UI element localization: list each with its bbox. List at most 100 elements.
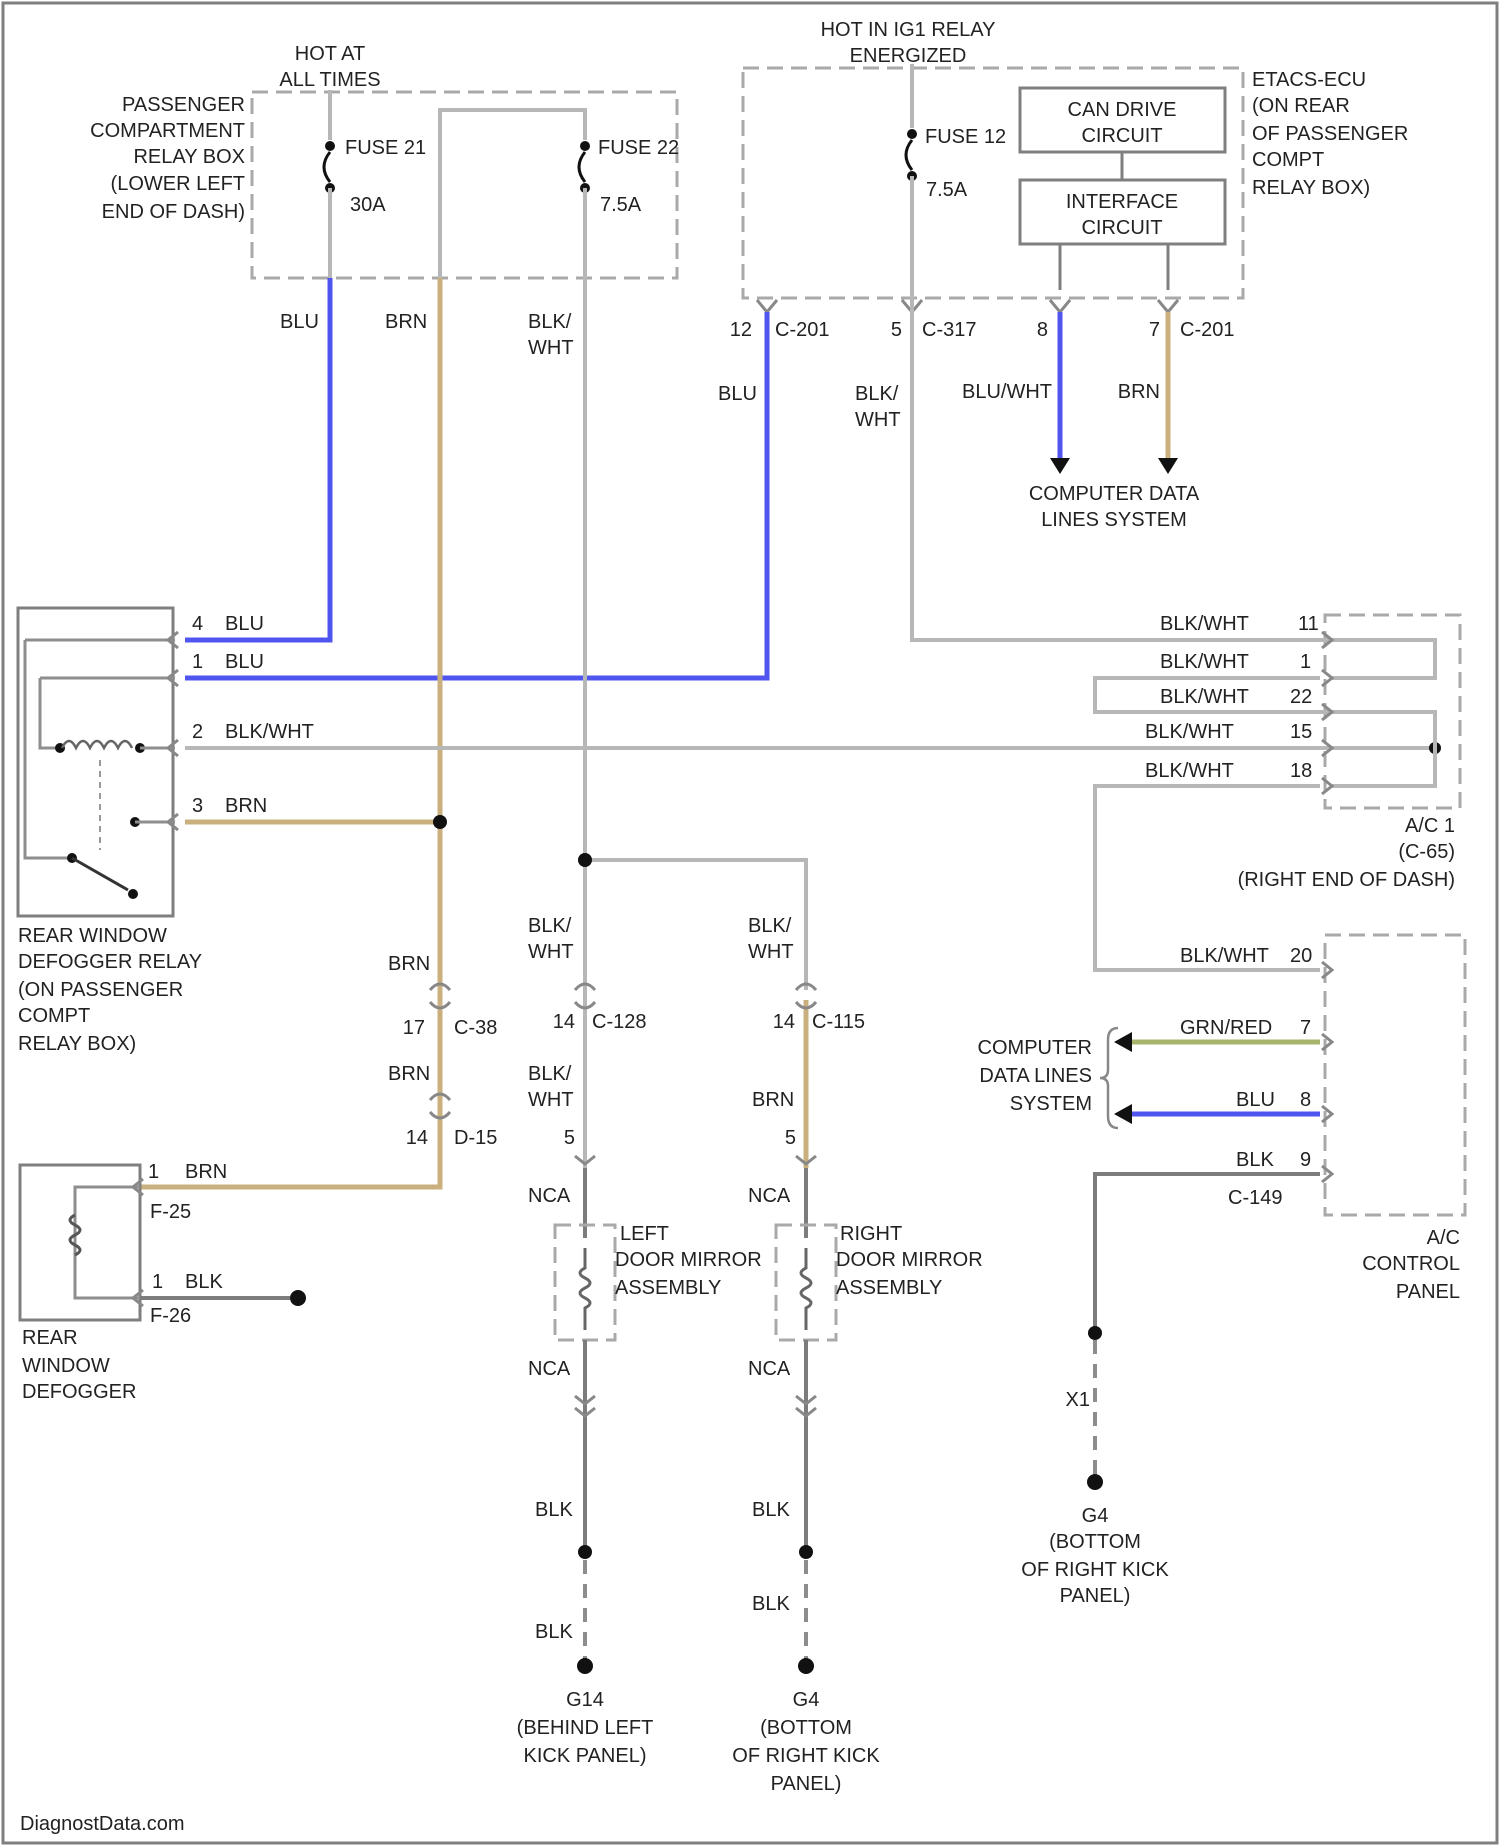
blu-wht-wire-label: BLU/WHT	[962, 381, 1052, 403]
nca-label-2: NCA	[748, 1185, 791, 1207]
brn-wire-label-1: BRN	[385, 311, 427, 333]
svg-text:GRN/RED: GRN/RED	[1180, 1017, 1272, 1039]
svg-text:(C-65): (C-65)	[1398, 841, 1455, 863]
svg-text:1: 1	[1300, 651, 1311, 673]
svg-text:9: 9	[1300, 1149, 1311, 1171]
svg-text:BLK/: BLK/	[528, 311, 572, 333]
svg-text:BLU: BLU	[1236, 1089, 1275, 1111]
brn-wire-label-top: BRN	[1118, 381, 1160, 403]
svg-text:30A: 30A	[350, 194, 386, 216]
splice-left-ground	[578, 1545, 592, 1559]
svg-text:RELAY BOX): RELAY BOX)	[18, 1033, 136, 1055]
nca-label-4: NCA	[748, 1358, 791, 1380]
svg-text:11: 11	[1298, 613, 1319, 635]
svg-text:ENERGIZED: ENERGIZED	[850, 45, 967, 67]
svg-text:OF RIGHT KICK: OF RIGHT KICK	[732, 1745, 880, 1767]
ground-g4-right-label: G4 (BOTTOM OF RIGHT KICK PANEL)	[1021, 1505, 1169, 1607]
ground-g4-center-label: G4 (BOTTOM OF RIGHT KICK PANEL)	[732, 1689, 880, 1795]
svg-text:7.5A: 7.5A	[926, 179, 968, 201]
svg-text:F-26: F-26	[150, 1305, 191, 1327]
svg-text:ETACS-ECU: ETACS-ECU	[1252, 69, 1366, 91]
blk-wht-wire-label-1: BLK/ WHT	[528, 311, 574, 359]
svg-text:BLK/WHT: BLK/WHT	[1145, 760, 1234, 782]
svg-text:PANEL): PANEL)	[771, 1773, 842, 1795]
nca-label-3: NCA	[528, 1358, 571, 1380]
svg-text:END OF DASH): END OF DASH)	[102, 201, 245, 223]
fuse12-label: FUSE 12 7.5A	[925, 126, 1006, 201]
svg-text:CIRCUIT: CIRCUIT	[1081, 217, 1162, 239]
svg-text:8: 8	[1300, 1089, 1311, 1111]
fuse22-label: FUSE 22 7.5A	[598, 137, 679, 216]
svg-text:PASSENGER: PASSENGER	[122, 94, 245, 116]
svg-text:A/C 1: A/C 1	[1405, 815, 1455, 837]
svg-text:BLK/: BLK/	[528, 915, 572, 937]
svg-text:A/C: A/C	[1427, 1227, 1460, 1249]
blk-wire-label-left-1: BLK	[535, 1499, 573, 1521]
blk-wht-wire-c317	[912, 176, 1320, 640]
ground-g4-right-icon	[1087, 1474, 1103, 1490]
svg-text:(RIGHT END OF DASH): (RIGHT END OF DASH)	[1238, 869, 1455, 891]
svg-text:G4: G4	[793, 1689, 820, 1711]
blk-wht-wire-label-3: BLK/ WHT	[528, 1063, 574, 1111]
svg-text:INTERFACE: INTERFACE	[1066, 191, 1178, 213]
svg-text:ASSEMBLY: ASSEMBLY	[836, 1277, 942, 1299]
svg-text:5: 5	[891, 319, 902, 341]
svg-text:17: 17	[403, 1017, 425, 1039]
ac1-pin-15-label: BLK/WHT 15	[1145, 721, 1312, 743]
fuse21-terminal	[325, 141, 335, 151]
svg-text:DOOR MIRROR: DOOR MIRROR	[615, 1249, 762, 1271]
svg-text:WHT: WHT	[748, 941, 794, 963]
brn-wire-label-4: BRN	[752, 1089, 794, 1111]
fuse22-icon	[579, 152, 585, 182]
svg-text:DEFOGGER RELAY: DEFOGGER RELAY	[18, 951, 202, 973]
svg-text:BLK/WHT: BLK/WHT	[1180, 945, 1269, 967]
relay-coil-icon	[62, 741, 132, 748]
x1-label: X1	[1066, 1389, 1090, 1411]
svg-text:BLK: BLK	[185, 1271, 223, 1293]
pin5-right-label: 5	[785, 1127, 796, 1149]
svg-text:7: 7	[1300, 1017, 1311, 1039]
splice-blk-wht	[578, 853, 592, 867]
svg-text:15: 15	[1290, 721, 1312, 743]
svg-text:(ON PASSENGER: (ON PASSENGER	[18, 979, 183, 1001]
ground-g14-label: G14 (BEHIND LEFT KICK PANEL)	[517, 1689, 654, 1767]
hot-ig1-relay-label: HOT IN IG1 RELAY ENERGIZED	[821, 19, 996, 67]
svg-text:COMPARTMENT: COMPARTMENT	[90, 120, 245, 142]
defogger-pin-f25-label: 1 BRN F-25	[148, 1161, 227, 1223]
svg-text:14: 14	[406, 1127, 428, 1149]
connector-c201-7-label: 7 C-201	[1149, 319, 1235, 341]
splice-ac-ground	[1088, 1326, 1102, 1340]
fuse12-icon	[906, 140, 912, 170]
svg-text:20: 20	[1290, 945, 1312, 967]
hot-at-all-times-label: HOT AT ALL TIMES	[279, 43, 380, 91]
svg-text:DATA LINES: DATA LINES	[979, 1065, 1092, 1087]
svg-text:14: 14	[553, 1011, 575, 1033]
blk-wire-ac-ground	[1095, 1174, 1320, 1330]
relay-pin-1-label: 1 BLU	[192, 651, 264, 673]
blk-wht-wire-label-4: BLK/ WHT	[748, 915, 794, 963]
svg-text:18: 18	[1290, 760, 1312, 782]
connector-c201-12-label: 12 C-201	[730, 319, 830, 341]
pin5-left-label: 5	[564, 1127, 575, 1149]
brn-wire-label-2: BRN	[388, 953, 430, 975]
svg-text:(ON REAR: (ON REAR	[1252, 95, 1350, 117]
fuse12-terminal	[907, 129, 917, 139]
svg-text:HOT AT: HOT AT	[295, 43, 365, 65]
svg-text:BRN: BRN	[185, 1161, 227, 1183]
splice-right-ground	[799, 1545, 813, 1559]
ac1-pin-1-label: BLK/WHT 1	[1160, 651, 1311, 673]
right-door-mirror-label: RIGHT DOOR MIRROR ASSEMBLY	[836, 1223, 983, 1299]
connector-c201-7-icon	[1158, 300, 1178, 312]
svg-text:C-115: C-115	[812, 1011, 865, 1033]
svg-text:WHT: WHT	[528, 941, 574, 963]
connector-c201-12-icon	[757, 300, 777, 312]
svg-text:BLK/WHT: BLK/WHT	[1160, 651, 1249, 673]
svg-text:HOT IN IG1 RELAY: HOT IN IG1 RELAY	[821, 19, 996, 41]
svg-text:FUSE 22: FUSE 22	[598, 137, 679, 159]
computer-data-lines-label-top: COMPUTER DATA LINES SYSTEM	[1029, 483, 1200, 531]
connector-d15-label: 14 D-15	[406, 1127, 498, 1149]
relay-pin-3-label: 3 BRN	[192, 795, 267, 817]
blk-wht-wire-label-2: BLK/ WHT	[528, 915, 574, 963]
svg-text:ASSEMBLY: ASSEMBLY	[615, 1277, 721, 1299]
svg-text:CIRCUIT: CIRCUIT	[1081, 125, 1162, 147]
